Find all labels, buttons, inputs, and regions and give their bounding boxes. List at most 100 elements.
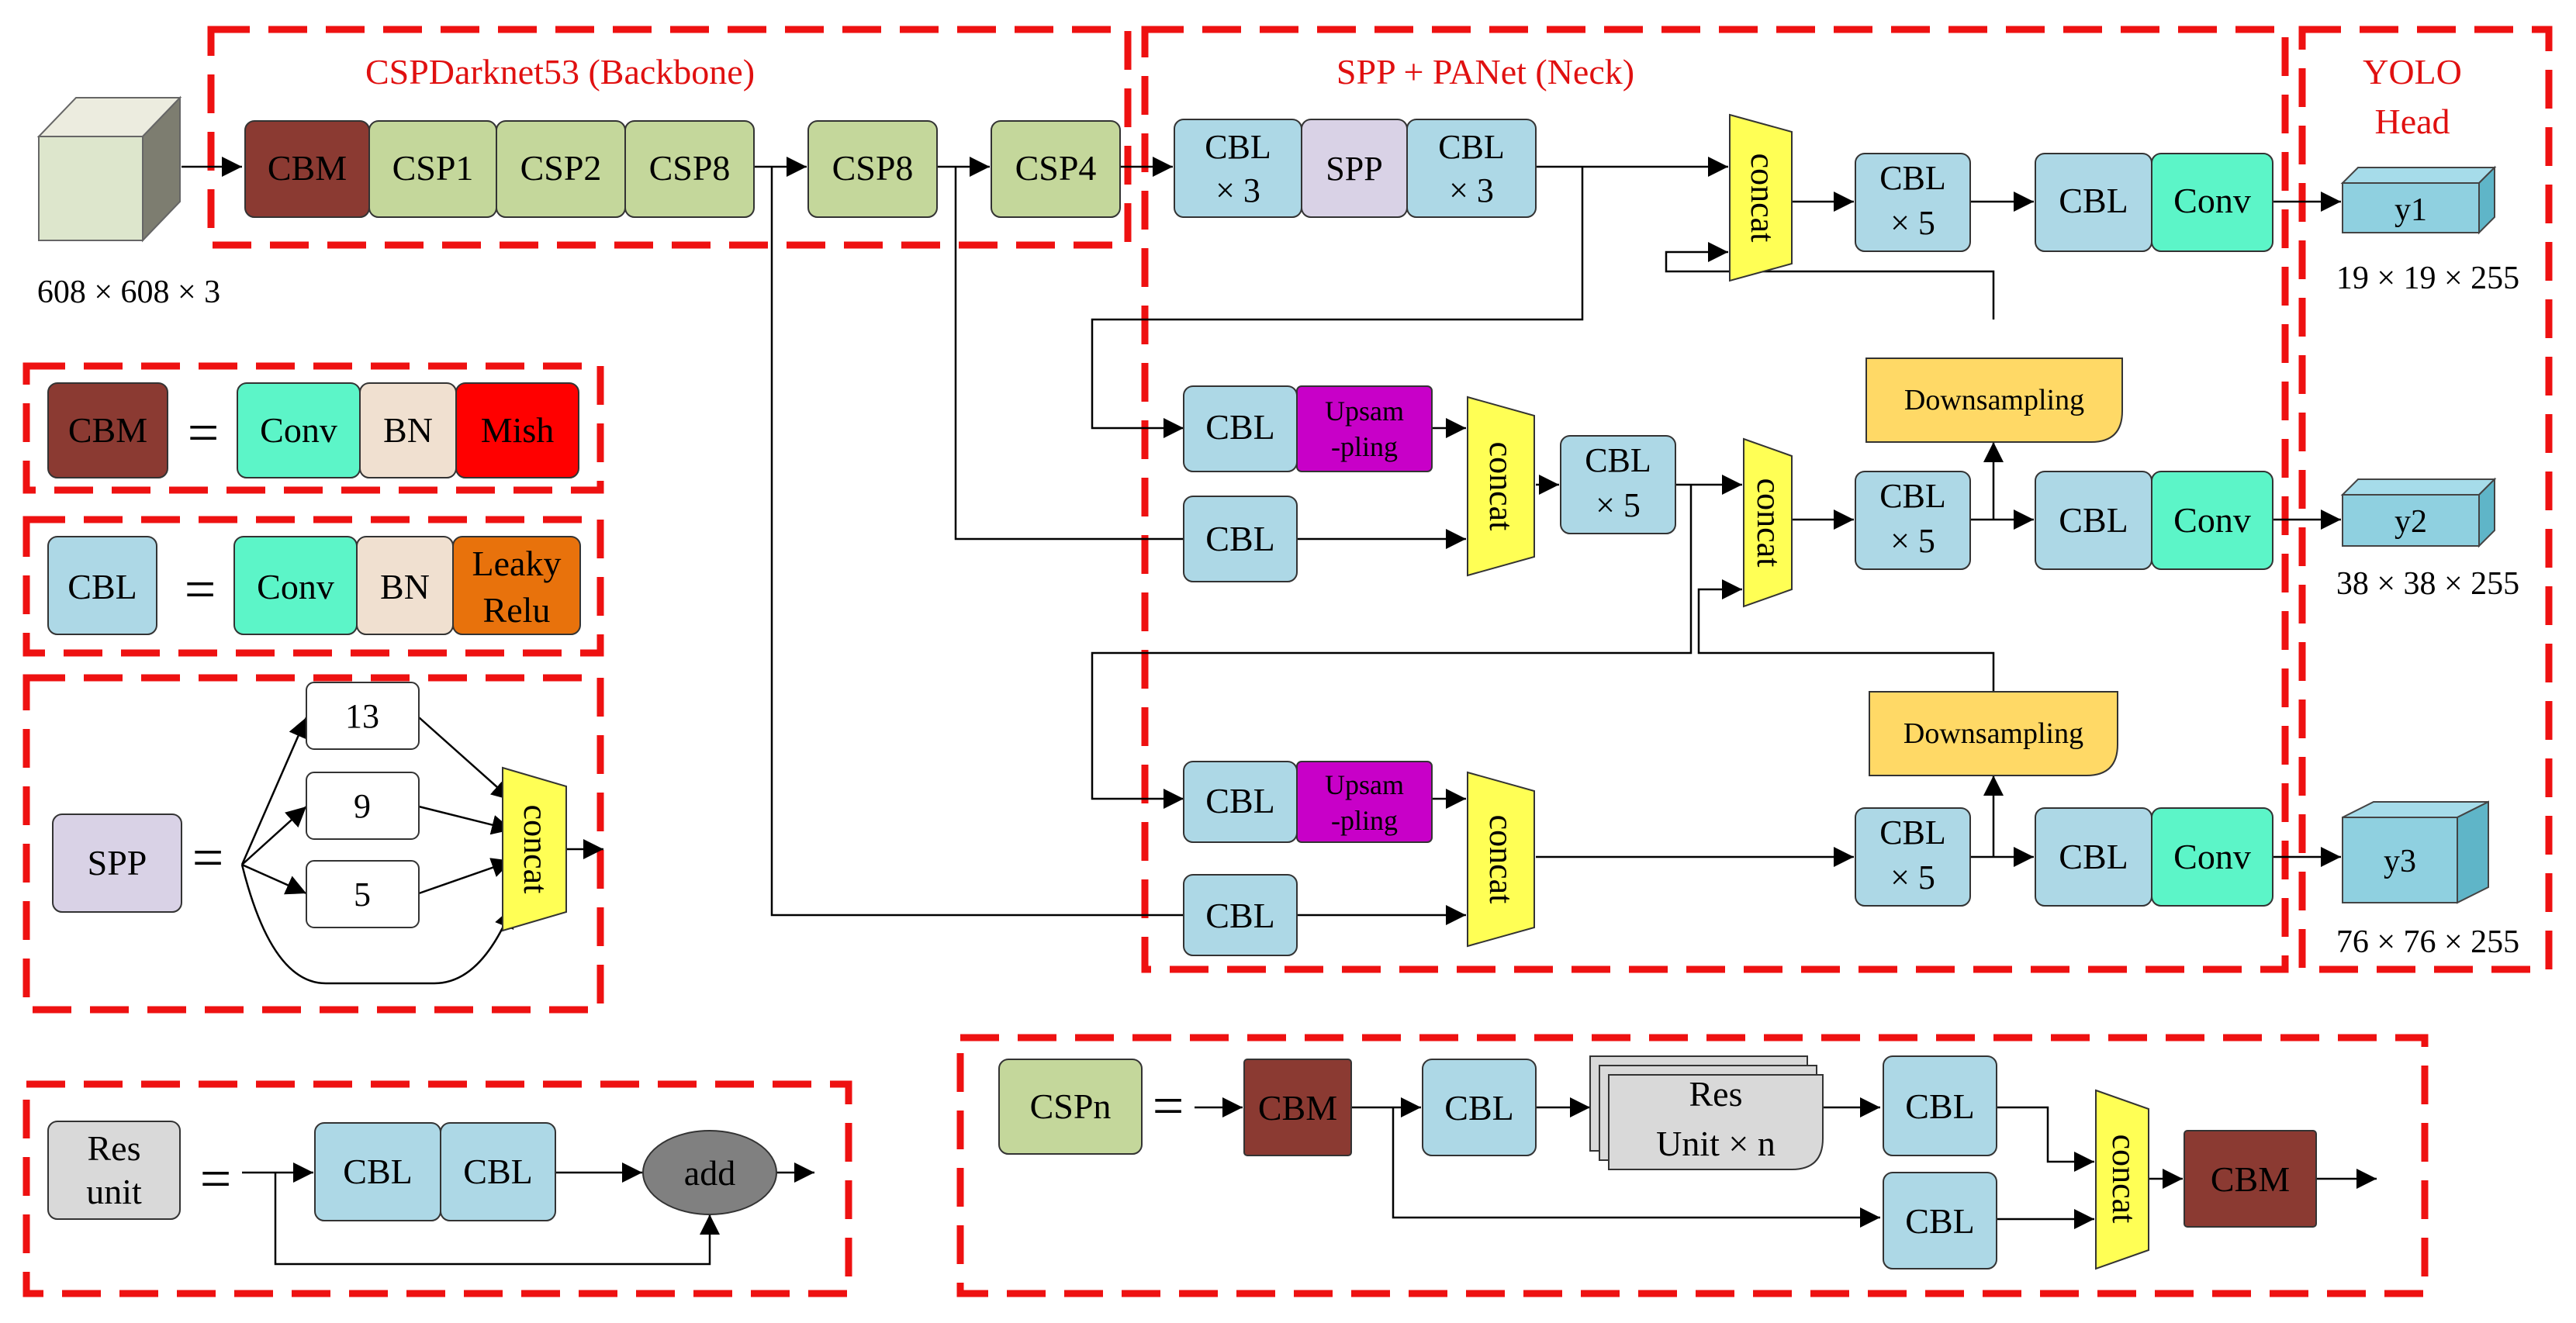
neck-conv-bottom-label: Conv	[2173, 837, 2251, 876]
legend-res-lhs-box	[47, 1121, 181, 1220]
neck-upsample1-line1: Upsam	[1325, 396, 1404, 427]
legend-cbl-lhs-box	[47, 536, 157, 635]
legend-res-add-label: add	[684, 1153, 735, 1193]
neck-cbl5-mid2-line1: CBL	[1879, 477, 1946, 515]
backbone-csp1-label: CSP1	[392, 148, 474, 188]
neck-cbl5-mid1-line1: CBL	[1585, 441, 1651, 479]
legend-cbl: CBL = Conv BN Leaky Relu	[47, 536, 581, 635]
legend-spp-5-label: 5	[354, 876, 371, 914]
legend-cbl-equals: =	[185, 558, 216, 620]
legend-cbm-region	[22, 362, 604, 494]
legend-res-cbl2-label: CBL	[463, 1152, 532, 1191]
neck-cbl-skip1-label: CBL	[1205, 519, 1274, 558]
neck-upsample1-box	[1296, 385, 1433, 472]
legend-res-lhs-line1: Res	[88, 1128, 141, 1168]
legend-csp-lhs-box	[998, 1059, 1143, 1155]
backbone-csp8-a-box	[624, 120, 755, 218]
neck-upsample2-box	[1296, 761, 1433, 843]
legend-spp-13-label: 13	[345, 697, 379, 735]
head-y2-label: y2	[2394, 504, 2427, 540]
neck-cbl5-mid2-box	[1855, 471, 1971, 570]
neck-cbl5-bottom-line2: × 5	[1890, 858, 1935, 896]
legend-csp-cbl2-box	[1883, 1055, 1997, 1156]
legend-cbl-leaky-box	[452, 536, 581, 635]
neck-title: SPP + PANet (Neck)	[1336, 52, 1634, 92]
neck-cbl5-mid2-line2: × 5	[1890, 522, 1935, 560]
downsampling-bottom: Downsampling	[1869, 691, 2118, 776]
neck-cbl-skip2-box	[1183, 874, 1298, 956]
connectors	[182, 157, 2377, 1266]
neck-region	[1141, 26, 2289, 973]
legend-cspn: CSPn = CBM CBL Res Unit × n CBL CBL conc…	[998, 1055, 2317, 1270]
head-output-y1: y1	[2340, 165, 2497, 235]
downsampling-top-label: Downsampling	[1904, 384, 2084, 416]
legend-csp-concat-label: concat	[2105, 1135, 2143, 1224]
neck-cbl5-top-line1: CBL	[1879, 159, 1946, 197]
neck-concat-bottom	[1467, 771, 1535, 948]
neck-conv-top-label: Conv	[2173, 181, 2251, 220]
head-y3-label: y3	[2384, 844, 2416, 879]
legend-cbm-equals: =	[188, 402, 220, 464]
head-y1-label: y1	[2394, 192, 2427, 228]
neck-bottom: CBL Upsam -pling CBL concat CBL × 5 CBL …	[1183, 761, 2273, 956]
neck-cbl3-b-line1: CBL	[1438, 128, 1505, 166]
neck-middle: CBL Upsam -pling CBL concat CBL × 5 conc…	[1183, 385, 2273, 608]
downsampling-top: Downsampling	[1865, 358, 2123, 443]
legend-csp-equals: =	[1153, 1075, 1184, 1137]
neck-concat-bottom-label: concat	[1482, 815, 1520, 904]
neck-cbl-skip2-label: CBL	[1205, 896, 1274, 935]
legend-cbm: CBM = Conv BN Mish	[47, 382, 579, 478]
legend-csp-lhs-label: CSPn	[1030, 1086, 1112, 1126]
legend-spp-equals: =	[192, 827, 224, 889]
neck-concat-top	[1729, 113, 1793, 282]
backbone-cbm-label: CBM	[268, 148, 347, 188]
legend-spp-5-box	[306, 860, 420, 928]
head-title-line1: YOLO	[2363, 52, 2462, 92]
neck-cbl-up1-label: CBL	[1205, 407, 1274, 447]
legend-spp-9-label: 9	[354, 787, 371, 825]
legend-cbm-mish-box	[455, 382, 579, 478]
legend-spp-concat	[502, 766, 567, 932]
legend-res-lhs-line2: unit	[86, 1172, 142, 1211]
legend-res-add-node	[642, 1130, 777, 1215]
legend-cbm-mish-label: Mish	[481, 410, 555, 450]
backbone-csp8-b-box	[807, 120, 938, 218]
legend-csp-cbm2-label: CBM	[2211, 1159, 2290, 1199]
legend-spp: SPP = 13 9 5 concat	[52, 682, 567, 932]
neck-cbl5-mid1-box	[1560, 435, 1676, 534]
neck-cbl5-bottom-line1: CBL	[1879, 813, 1946, 851]
neck-concat-mid1	[1467, 396, 1535, 577]
neck-cbl-up2-label: CBL	[1205, 781, 1274, 820]
region-frames	[22, 26, 2553, 1297]
backbone-csp8-b-label: CSP8	[832, 148, 914, 188]
head-y2-size: 38 × 38 × 255	[2336, 566, 2519, 602]
head-title-line2: Head	[2374, 102, 2450, 141]
input-size-label: 608 × 608 × 3	[37, 275, 220, 310]
neck-upsample2-line1: Upsam	[1325, 769, 1404, 800]
legend-csp-cbl3-label: CBL	[1905, 1201, 1974, 1241]
backbone-csp4-box	[991, 120, 1121, 218]
head-y1-size: 19 × 19 × 255	[2336, 261, 2519, 296]
legend-spp-lhs-label: SPP	[88, 843, 147, 883]
backbone-csp2-label: CSP2	[520, 148, 602, 188]
backbone-region	[207, 26, 1132, 249]
neck-conv-mid-box	[2151, 471, 2273, 570]
legend-res-equals: =	[200, 1148, 232, 1210]
neck-upsample2-line2: -pling	[1331, 805, 1398, 836]
legend-csp-res-stack-front	[1608, 1074, 1824, 1170]
legend-csp-cbm2-box	[2184, 1130, 2317, 1228]
input-cube	[36, 95, 182, 243]
neck-cbl3-a-line2: × 3	[1215, 171, 1260, 209]
neck-cbl-skip1-box	[1183, 496, 1298, 582]
legend-csp-cbl1-label: CBL	[1444, 1088, 1513, 1128]
legend-csp-cbl3-box	[1883, 1172, 1997, 1269]
legend-spp-9-box	[306, 772, 420, 840]
legend-cbl-leaky-line2: Relu	[483, 590, 551, 630]
head-region	[2298, 26, 2553, 973]
legend-csp-cbl2-label: CBL	[1905, 1086, 1974, 1126]
legend-cbl-region	[22, 516, 604, 657]
legend-cbl-conv-label: Conv	[257, 567, 334, 606]
legend-csp-cbm1-box	[1243, 1059, 1352, 1156]
